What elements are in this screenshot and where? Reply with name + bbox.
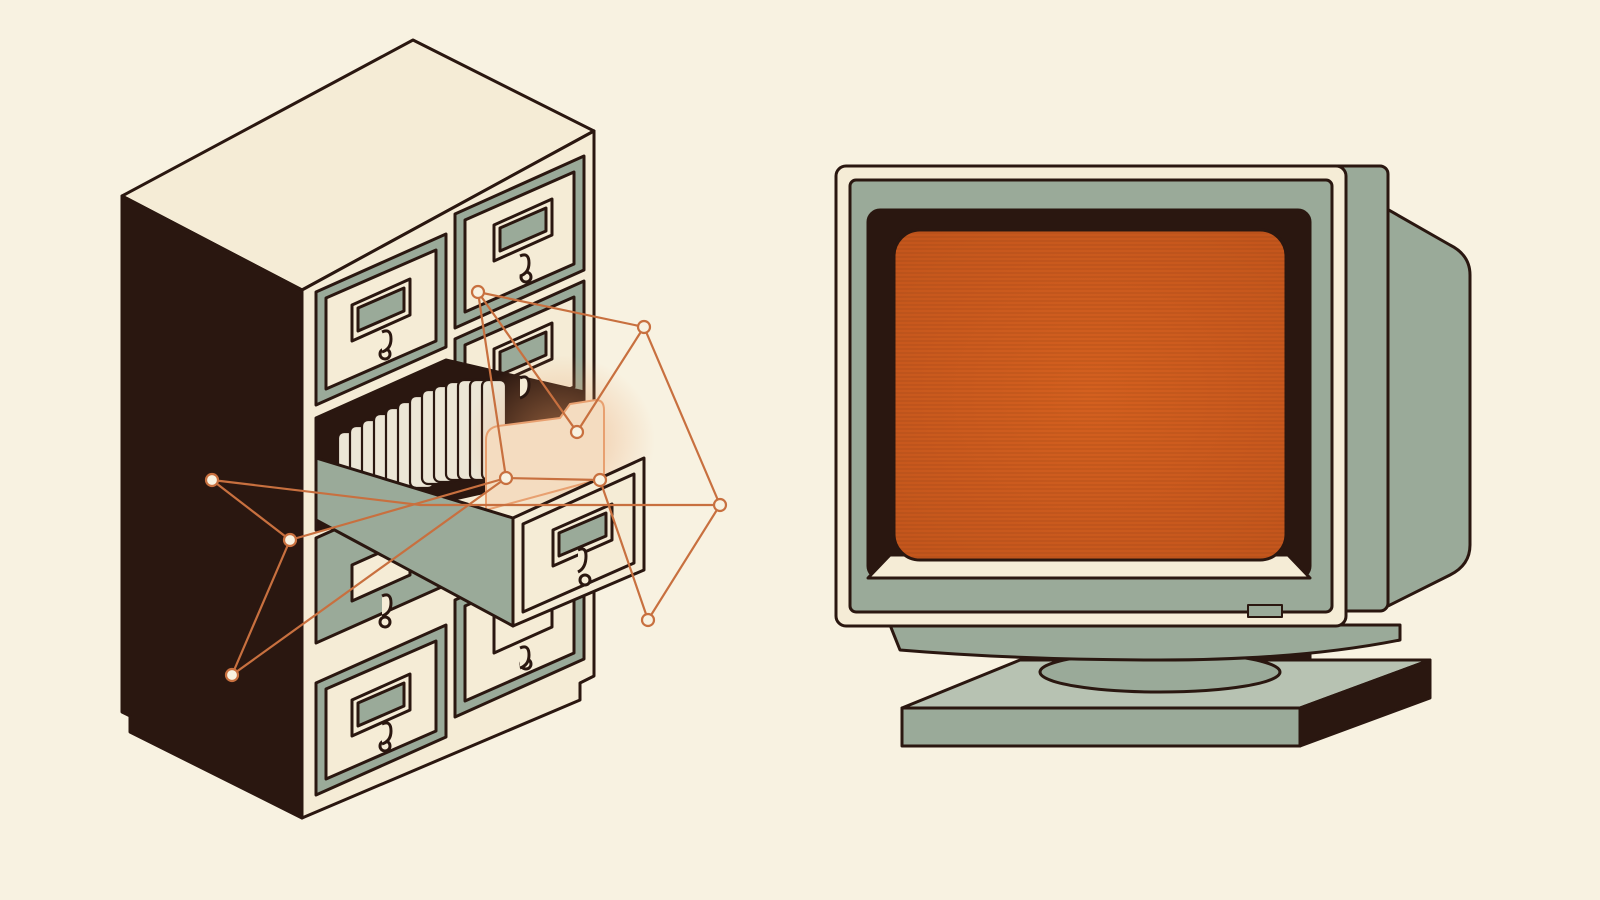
monitor-base-front [900, 706, 1302, 748]
screen-scanlines [894, 230, 1286, 560]
monitor-chin [888, 623, 1402, 662]
network-node [712, 497, 728, 513]
power-indicator[interactable] [1247, 604, 1283, 618]
drawer-handles [381, 253, 531, 746]
network-nodes [204, 284, 728, 683]
network-node [282, 532, 298, 548]
drawer-keyhole [578, 573, 592, 587]
drawer-left-1[interactable] [314, 232, 448, 407]
network-graph-icon [204, 284, 728, 683]
network-node [636, 319, 652, 335]
network-node [204, 472, 220, 488]
network-node [569, 424, 585, 440]
cabinet-side [120, 194, 304, 820]
network-node [224, 667, 240, 683]
drawer-left-3[interactable] [314, 623, 448, 797]
network-node [498, 470, 514, 486]
crt-monitor-icon [834, 164, 1472, 748]
network-node [640, 612, 656, 628]
drawer-pull-handle[interactable] [577, 547, 588, 574]
filing-cabinet-icon [120, 38, 655, 820]
monitor-rear-housing [1378, 203, 1472, 612]
network-node [592, 472, 608, 488]
drawer-right-1[interactable] [453, 154, 586, 330]
drawer-label [557, 511, 608, 558]
network-node [470, 284, 486, 300]
